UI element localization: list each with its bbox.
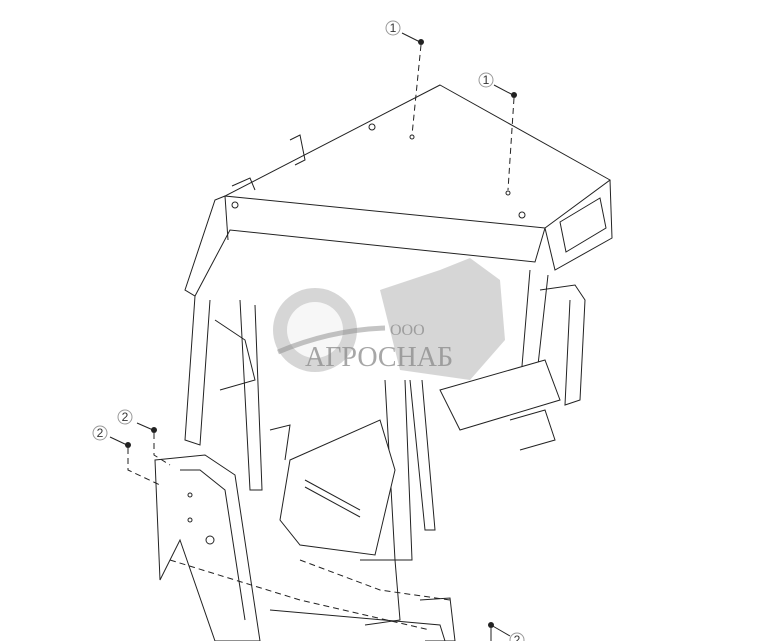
callout-1b: 1 xyxy=(478,72,517,191)
svg-text:2: 2 xyxy=(97,426,104,440)
svg-text:2: 2 xyxy=(514,633,521,641)
bolt-icon xyxy=(488,622,494,628)
callout-1a: 1 xyxy=(385,20,424,136)
watermark-brand: АГРОСНАБ xyxy=(305,342,453,373)
bolt-icon xyxy=(418,39,424,45)
cab-roof xyxy=(184,84,613,297)
callout-2c: 2 xyxy=(488,622,525,641)
cab-frame xyxy=(154,269,586,641)
callout-2b: 2 xyxy=(92,425,161,486)
bolt-icon xyxy=(151,427,157,433)
bolt-icon xyxy=(511,92,517,98)
svg-text:1: 1 xyxy=(390,21,397,35)
bolt-icon xyxy=(125,442,131,448)
watermark-prefix: ООО xyxy=(390,322,425,339)
svg-text:2: 2 xyxy=(122,410,129,424)
agrosnab-watermark: ООО АГРОСНАБ xyxy=(273,258,505,380)
svg-text:1: 1 xyxy=(483,73,490,87)
callout-2a: 2 xyxy=(117,409,171,466)
